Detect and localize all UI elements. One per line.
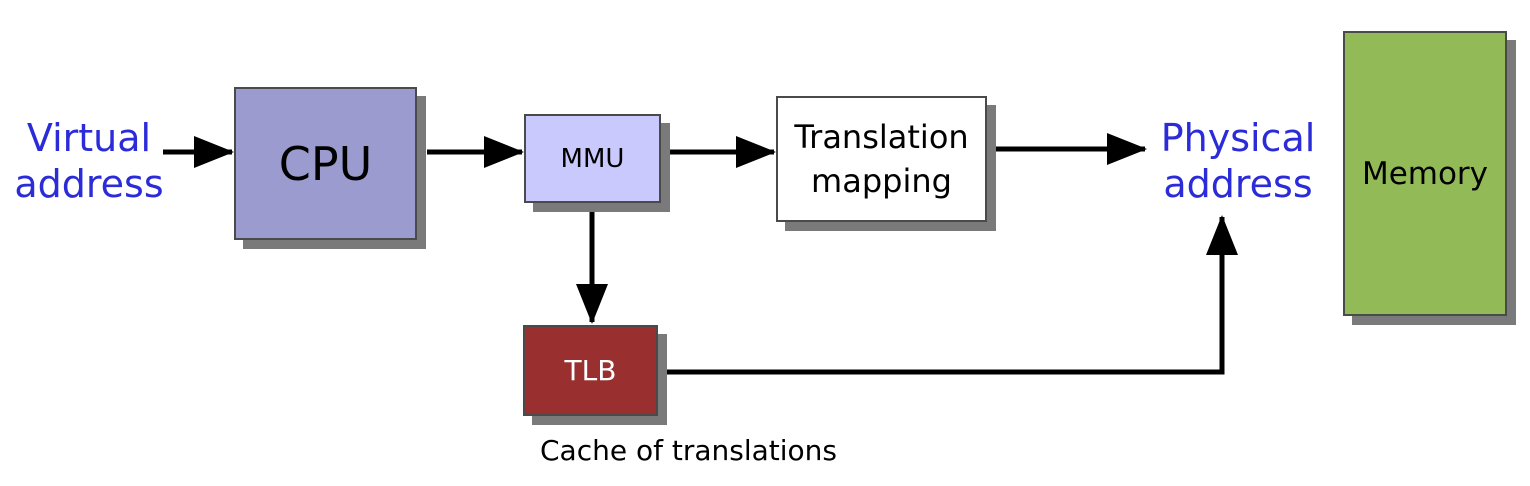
- tlb-box: TLB: [523, 325, 658, 416]
- translation-mapping-box: Translation mapping: [776, 96, 987, 222]
- physical-address-label: Physical address: [1150, 115, 1326, 207]
- translation-label-line2: mapping: [811, 162, 952, 200]
- physical-address-line2: address: [1163, 162, 1313, 206]
- virtual-address-line1: Virtual: [26, 116, 152, 160]
- memory-box: Memory: [1343, 31, 1507, 316]
- translation-label-line1: Translation: [794, 118, 969, 156]
- virtual-address-line2: address: [14, 162, 164, 206]
- mmu-label: MMU: [560, 143, 625, 174]
- virtual-address-label: Virtual address: [6, 115, 172, 207]
- edge-tlb-to-physical: [658, 215, 1238, 375]
- cpu-label: CPU: [278, 136, 373, 191]
- tlb-label: TLB: [564, 354, 617, 387]
- memory-label: Memory: [1361, 155, 1489, 192]
- physical-address-line1: Physical: [1160, 116, 1316, 160]
- tlb-caption: Cache of translations: [540, 434, 838, 467]
- cpu-box: CPU: [234, 87, 417, 240]
- mmu-box: MMU: [524, 114, 661, 203]
